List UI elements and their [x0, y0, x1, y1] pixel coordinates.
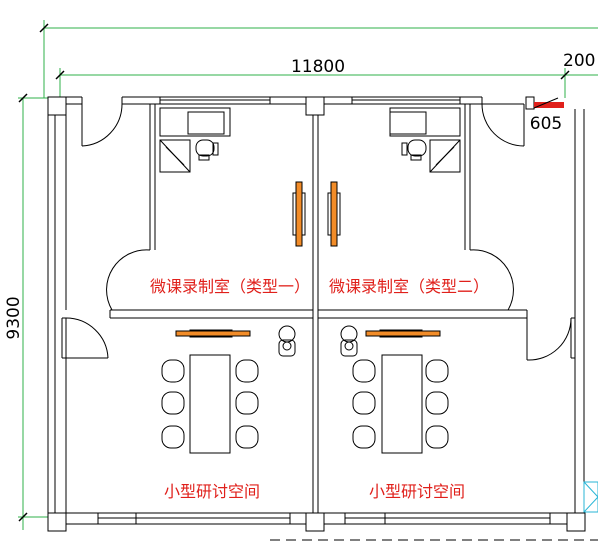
dimension-offset-small: 605 — [530, 114, 562, 134]
dimension-height-total: 9300 — [4, 296, 24, 339]
walls — [47, 96, 586, 532]
dimension-lines — [18, 20, 598, 530]
room-label-study-2: 小型研讨空间 — [369, 482, 465, 501]
light-fixtures-horizontal — [175, 329, 441, 338]
room-label-recording-2: 微课录制室（类型二） — [329, 277, 489, 296]
dimension-width-right: 200 — [563, 51, 595, 71]
red-marker — [534, 102, 564, 108]
doors — [65, 103, 572, 361]
study-table-left — [161, 354, 259, 454]
red-marker-diagonal — [533, 97, 559, 109]
recording-desk-right — [389, 107, 461, 173]
cyan-window — [583, 481, 598, 513]
recording-desk-left — [159, 107, 231, 173]
room-label-study-1: 小型研讨空间 — [164, 482, 260, 501]
dimension-ticks — [18, 23, 570, 522]
dimension-width-total: 11800 — [291, 57, 345, 77]
wall-lines — [47, 96, 598, 541]
study-table-right — [352, 354, 449, 454]
room-label-recording-1: 微课录制室（类型一） — [150, 277, 310, 296]
person-symbols — [278, 325, 358, 357]
light-fixtures-vertical — [292, 181, 341, 247]
